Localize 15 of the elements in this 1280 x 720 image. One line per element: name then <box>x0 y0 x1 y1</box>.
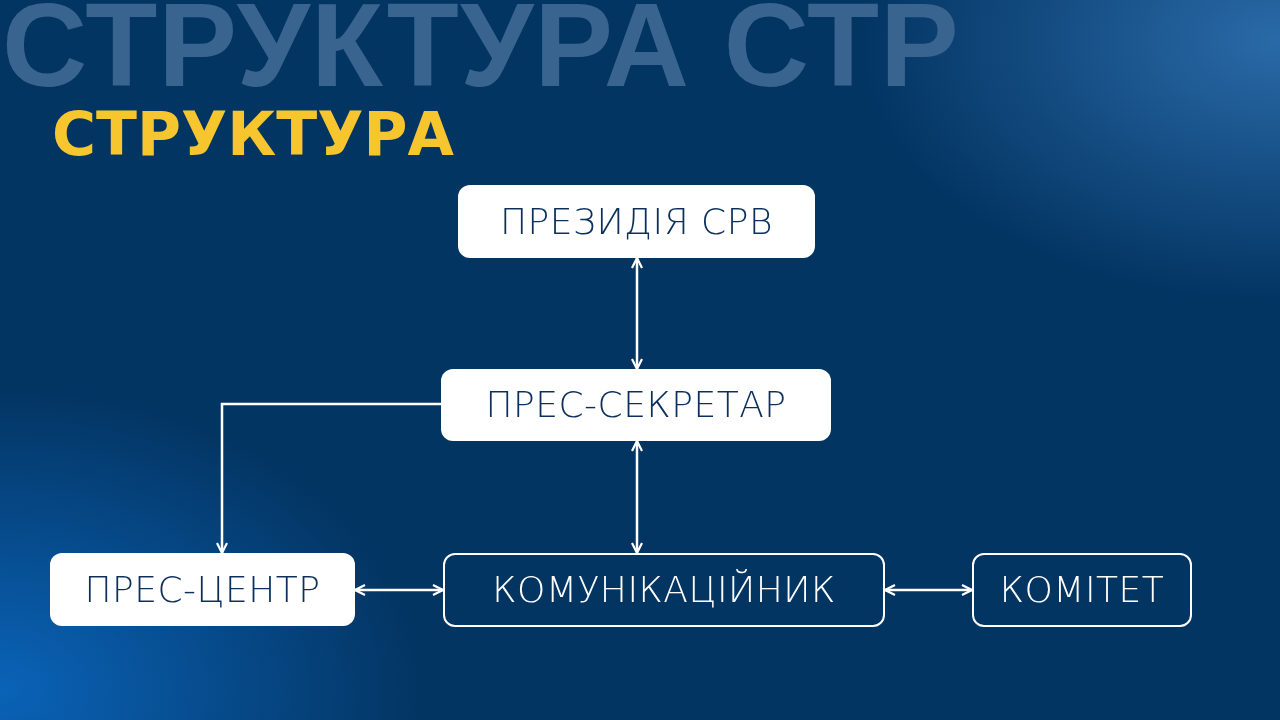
filled-box <box>458 185 815 258</box>
connector-arrow <box>215 402 441 555</box>
node-label: ПРЕС-СЕКРЕТАР <box>485 387 787 423</box>
connector-arrow <box>630 439 644 555</box>
connector-arrow <box>883 583 974 597</box>
node-label: ПРЕС-ЦЕНТР <box>84 571 321 608</box>
title: СТРУКТУРА <box>52 104 454 164</box>
connector-arrow <box>630 256 644 371</box>
node-label: КОМІТЕТ <box>999 572 1165 608</box>
node-label: ПРЕЗИДІЯ СРВ <box>499 203 773 240</box>
outlined-box <box>972 553 1192 627</box>
outlined-box <box>443 553 885 627</box>
connector-arrow <box>353 583 445 597</box>
filled-box <box>441 369 831 441</box>
filled-box <box>50 553 355 626</box>
